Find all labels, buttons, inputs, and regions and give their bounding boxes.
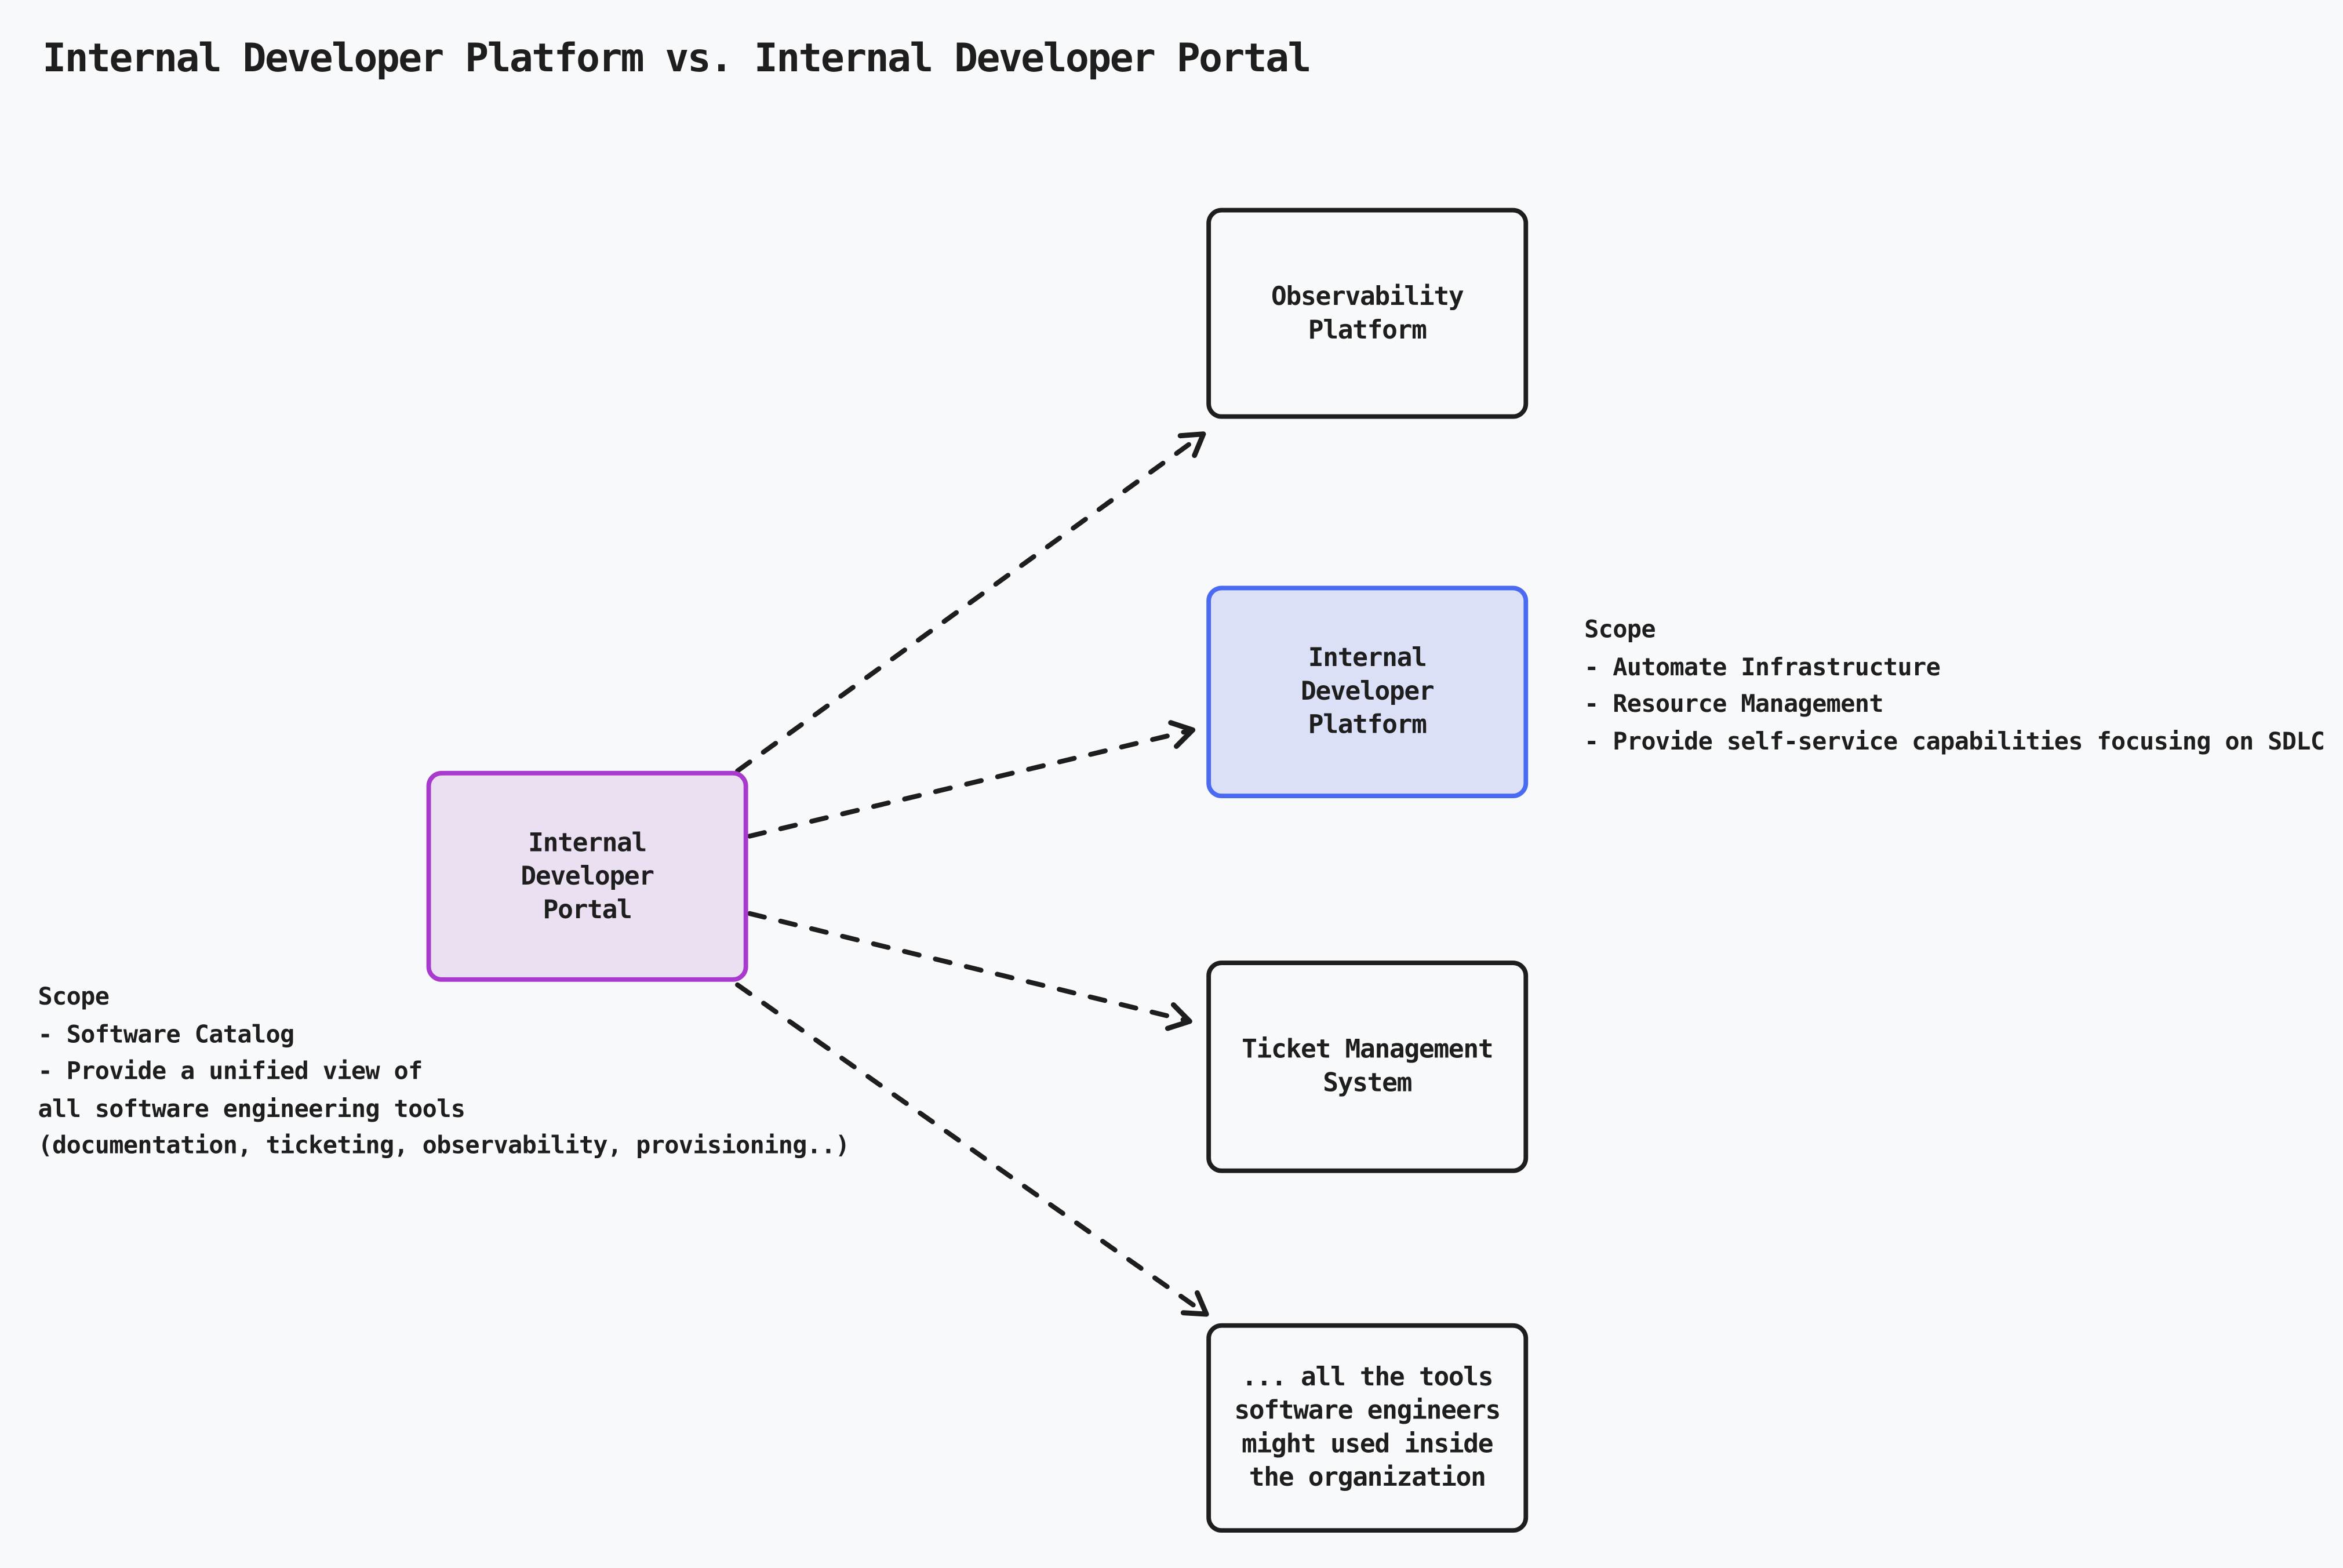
- platform-scope-note: Scope - Automate Infrastructure - Resour…: [1584, 614, 2325, 755]
- node-internal-developer-portal-label: Internal Developer Portal: [521, 828, 654, 925]
- node-all-tools: ... all the tools software engineers mig…: [1206, 1323, 1529, 1533]
- portal-scope-note: Scope - Software Catalog - Provide a uni…: [38, 981, 850, 1160]
- arrow-portal-to-observability: [735, 431, 1206, 774]
- diagram-title: Internal Developer Platform vs. Internal…: [42, 36, 1311, 82]
- node-ticket-management-system: Ticket Management System: [1206, 961, 1529, 1173]
- node-internal-developer-portal: Internal Developer Portal: [426, 770, 748, 982]
- node-observability-platform-label: Observability Platform: [1271, 281, 1464, 345]
- arrow-portal-to-internal-developer-platform: [747, 720, 1196, 839]
- node-ticket-management-system-label: Ticket Management System: [1242, 1035, 1494, 1099]
- node-internal-developer-platform: Internal Developer Platform: [1206, 585, 1529, 799]
- node-observability-platform: Observability Platform: [1206, 208, 1529, 419]
- node-internal-developer-platform-label: Internal Developer Platform: [1301, 643, 1435, 741]
- node-all-tools-label: ... all the tools software engineers mig…: [1234, 1362, 1501, 1493]
